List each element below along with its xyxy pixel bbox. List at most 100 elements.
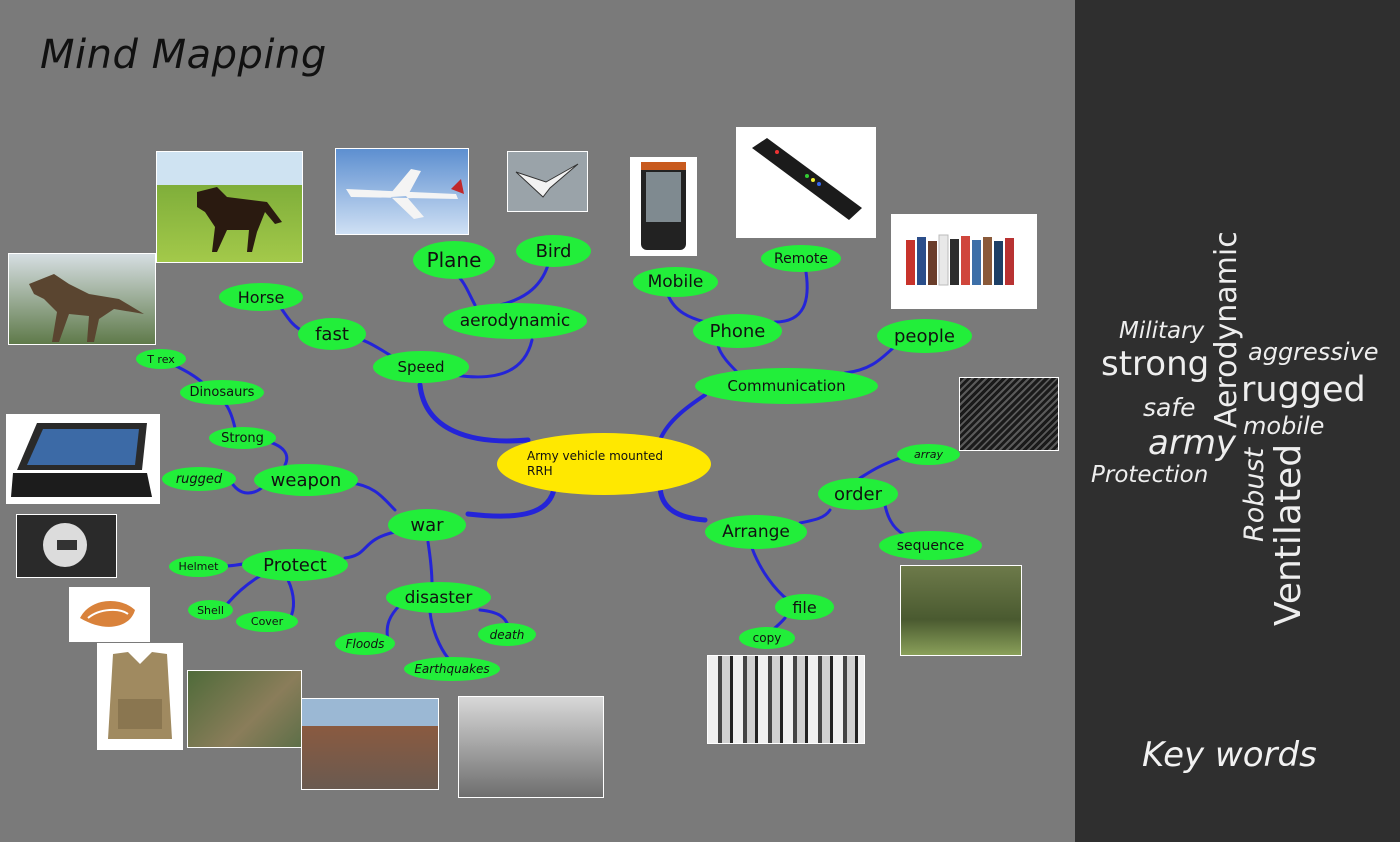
node-arrange[interactable]: Arrange bbox=[705, 515, 807, 549]
link-war-weapon bbox=[348, 481, 397, 512]
node-weapon-label: weapon bbox=[270, 469, 342, 491]
node-communication-label: Communication bbox=[727, 377, 846, 395]
node-horse[interactable]: Horse bbox=[219, 283, 303, 311]
link-aero-bird bbox=[498, 263, 550, 307]
link-center-comm bbox=[658, 393, 707, 442]
node-weapon[interactable]: weapon bbox=[254, 464, 358, 496]
link-arrange-file bbox=[750, 546, 790, 602]
node-rugged-label: rugged bbox=[175, 471, 223, 487]
shell-photo bbox=[69, 587, 150, 642]
link-order-array bbox=[858, 456, 902, 480]
node-file[interactable]: file bbox=[775, 594, 834, 620]
flood-photo bbox=[187, 670, 302, 748]
node-people[interactable]: people bbox=[877, 319, 972, 353]
node-aerodynamic[interactable]: aerodynamic bbox=[443, 303, 587, 339]
vest-photo bbox=[97, 643, 183, 750]
node-death[interactable]: death bbox=[478, 623, 536, 646]
node-plane[interactable]: Plane bbox=[413, 241, 495, 279]
node-floods-label: Floods bbox=[345, 636, 385, 651]
helmet-icon bbox=[43, 523, 87, 567]
node-cover[interactable]: Cover bbox=[236, 611, 298, 632]
node-disaster[interactable]: disaster bbox=[386, 582, 491, 613]
link-war-disaster bbox=[426, 540, 434, 587]
helmet-photo bbox=[16, 514, 117, 578]
rugged-laptop-icon bbox=[11, 423, 152, 497]
link-protect-cover bbox=[286, 578, 295, 620]
link-arrange-order bbox=[798, 508, 832, 525]
plane-photo bbox=[335, 148, 469, 235]
keyword-army: army bbox=[1148, 423, 1237, 463]
trex-photo bbox=[8, 253, 156, 345]
node-trex[interactable]: T rex bbox=[136, 349, 186, 369]
mind-map-canvas: Mind Mapping bbox=[6, 32, 1059, 798]
node-arrange-label: Arrange bbox=[722, 522, 790, 542]
phone-photo bbox=[630, 157, 697, 256]
node-order[interactable]: order bbox=[818, 478, 898, 510]
keyword-military: Military bbox=[1119, 318, 1205, 344]
bird-photo bbox=[507, 151, 588, 212]
node-aerodynamic-label: aerodynamic bbox=[459, 311, 571, 331]
node-communication[interactable]: Communication bbox=[695, 368, 878, 404]
node-war[interactable]: war bbox=[388, 509, 466, 541]
node-phone-label: Phone bbox=[709, 320, 766, 342]
link-speed-aero bbox=[453, 338, 534, 379]
link-phone-remote bbox=[773, 270, 809, 324]
node-trex-label: T rex bbox=[147, 352, 175, 366]
node-disaster-label: disaster bbox=[404, 587, 473, 608]
node-earthquakes[interactable]: Earthquakes bbox=[404, 657, 500, 681]
albatross-icon bbox=[515, 163, 579, 198]
link-order-sequence bbox=[883, 503, 907, 537]
node-helmet-label: Helmet bbox=[178, 560, 219, 573]
horse-icon bbox=[197, 187, 282, 252]
node-speed[interactable]: Speed bbox=[373, 351, 469, 383]
node-copy[interactable]: copy bbox=[739, 627, 795, 649]
keywords-panel: Military strong safe army Protection Aer… bbox=[1075, 0, 1400, 842]
node-cover-label: Cover bbox=[250, 615, 284, 628]
death-photo bbox=[458, 696, 604, 798]
node-file-label: file bbox=[792, 597, 817, 617]
keyword-rugged: rugged bbox=[1241, 370, 1366, 410]
page-title: Mind Mapping bbox=[40, 32, 327, 78]
node-strong-label: Strong bbox=[221, 430, 264, 446]
center-node-label: Army vehicle mounted RRH bbox=[527, 449, 664, 478]
node-dinosaurs[interactable]: Dinosaurs bbox=[180, 380, 264, 405]
body-armor-icon bbox=[108, 652, 172, 739]
node-shell-label: Shell bbox=[197, 603, 224, 617]
center-node[interactable]: Army vehicle mounted RRH bbox=[497, 433, 711, 495]
node-shell[interactable]: Shell bbox=[188, 600, 233, 620]
node-mobile-label: Mobile bbox=[647, 272, 704, 292]
seashell-icon bbox=[80, 600, 135, 627]
node-rugged[interactable]: rugged bbox=[162, 467, 236, 491]
node-bird[interactable]: Bird bbox=[516, 235, 591, 267]
link-center-speed bbox=[417, 382, 531, 444]
node-people-label: people bbox=[893, 325, 955, 347]
node-fast[interactable]: fast bbox=[298, 318, 366, 350]
node-copy-label: copy bbox=[752, 631, 782, 645]
node-helmet[interactable]: Helmet bbox=[169, 556, 228, 577]
node-remote[interactable]: Remote bbox=[761, 245, 841, 272]
link-comm-people bbox=[843, 346, 895, 375]
rugged-phone-icon bbox=[641, 162, 686, 250]
earthquake-photo bbox=[301, 698, 439, 790]
node-array[interactable]: array bbox=[897, 444, 960, 465]
keyword-ventilated: Ventilated bbox=[1268, 443, 1309, 626]
airplane-icon bbox=[346, 169, 464, 219]
keyword-mobile: mobile bbox=[1243, 412, 1325, 440]
node-floods[interactable]: Floods bbox=[335, 632, 395, 655]
node-mobile[interactable]: Mobile bbox=[633, 267, 718, 297]
link-war-protect bbox=[343, 530, 397, 560]
node-dinosaurs-label: Dinosaurs bbox=[189, 385, 255, 400]
node-protect[interactable]: Protect bbox=[242, 549, 348, 581]
laptop-photo bbox=[6, 414, 160, 504]
link-protect-shell bbox=[226, 574, 262, 605]
link-disaster-floods bbox=[385, 603, 402, 642]
node-phone[interactable]: Phone bbox=[693, 314, 782, 348]
node-horse-label: Horse bbox=[237, 287, 285, 307]
node-strong[interactable]: Strong bbox=[209, 427, 276, 449]
node-sequence[interactable]: sequence bbox=[879, 531, 982, 560]
dinosaur-icon bbox=[29, 274, 144, 342]
node-speed-label: Speed bbox=[397, 358, 445, 376]
army-photo bbox=[900, 565, 1022, 656]
stormtroopers-photo bbox=[707, 655, 865, 744]
link-disaster-earth bbox=[428, 610, 450, 660]
